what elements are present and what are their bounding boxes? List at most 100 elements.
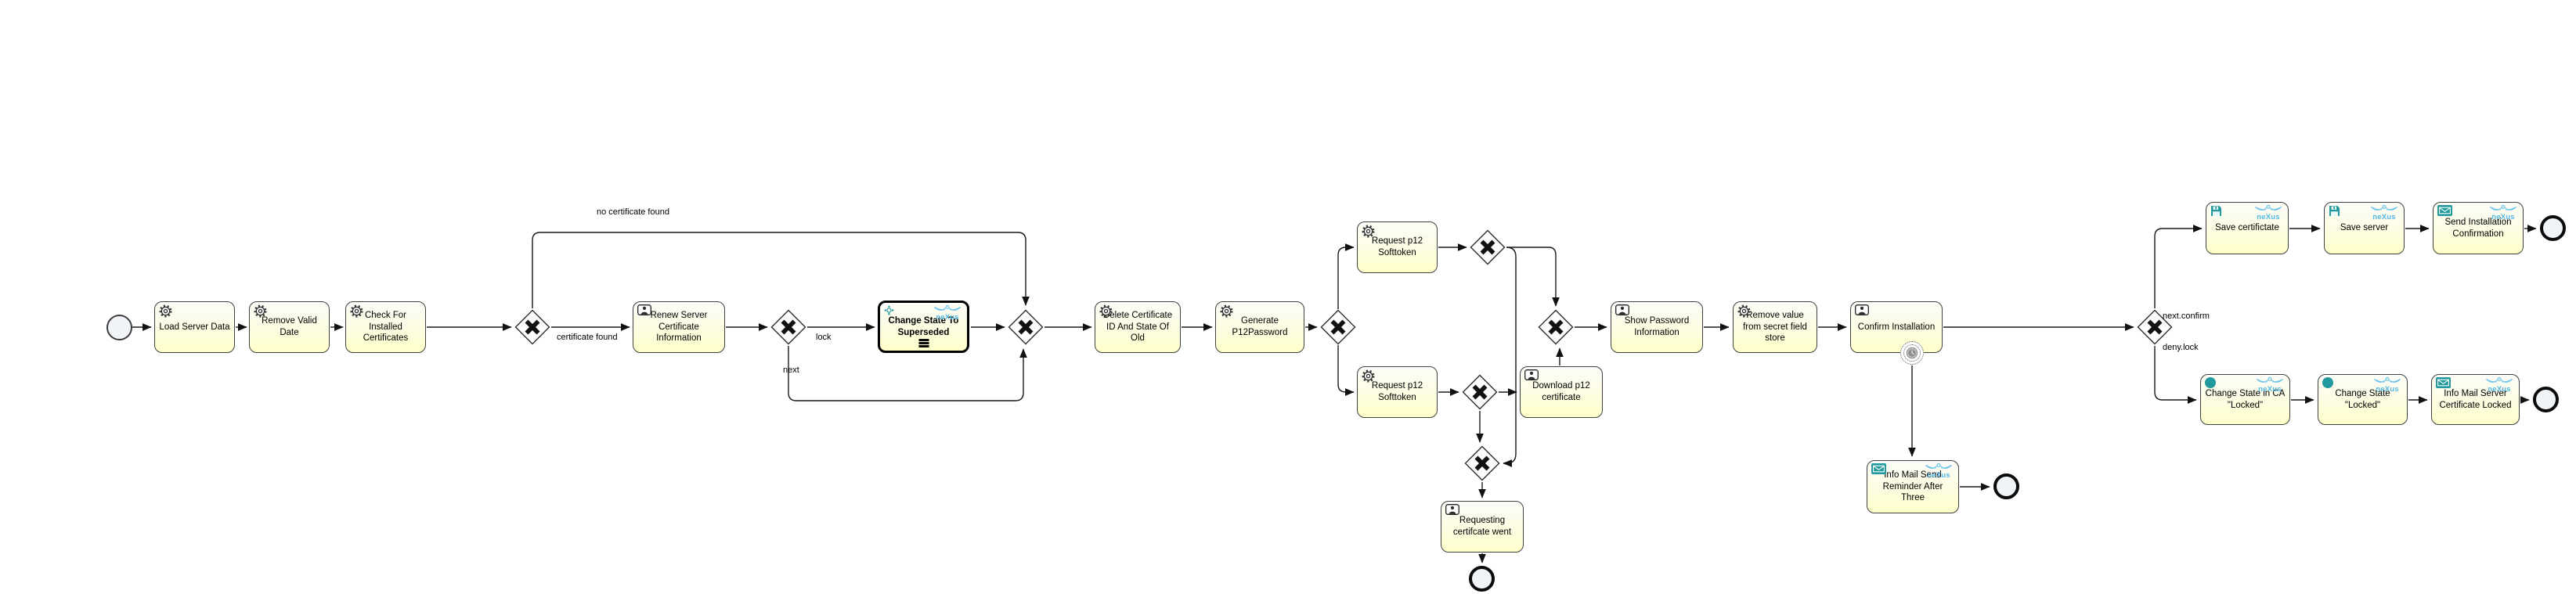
state-change-icon	[884, 305, 894, 315]
state-dot-icon	[2322, 377, 2333, 388]
edge-label-next: next	[783, 365, 799, 375]
user-icon	[1855, 304, 1869, 315]
task-label: Remove value from secret field store	[1743, 310, 1807, 344]
task-label: Save certifictate	[2215, 223, 2279, 233]
state-dot-icon	[2205, 377, 2216, 388]
task-label: Request p12 Softtoken	[1371, 381, 1423, 402]
task-send-installation-confirmation[interactable]: neXus Send Installation Confirmation	[2433, 202, 2524, 254]
timer-boundary-event[interactable]	[1900, 341, 1924, 365]
user-icon	[1524, 369, 1539, 380]
task-label: Check For Installed Certificates	[363, 310, 409, 344]
envelope-icon	[1871, 463, 1886, 474]
task-label: Change State in CA "Locked"	[2205, 388, 2286, 410]
gear-icon	[1362, 369, 1375, 383]
task-label: Renew Server Certificate Information	[650, 310, 708, 344]
task-show-password-information[interactable]: Show Password Information	[1611, 301, 1703, 353]
flow-gw4-to-request-bottom	[1337, 345, 1355, 396]
end-event-locked[interactable]	[2533, 387, 2559, 412]
edge-label-no-certificate-found: no certificate found	[597, 207, 669, 217]
end-event-reminder[interactable]	[1993, 473, 2019, 499]
task-label: Change State To Superseded	[888, 315, 959, 337]
task-label: Remove Valid Date	[262, 316, 317, 337]
task-label: Requesting certifcate went	[1452, 516, 1512, 537]
flow-gw5-to-gw7	[1506, 247, 1560, 307]
gear-icon	[350, 304, 363, 318]
envelope-icon	[2436, 377, 2451, 388]
gateway-bottom-softtoken[interactable]	[1462, 374, 1498, 410]
gateway-before-show-password[interactable]	[1538, 309, 1574, 345]
floppy-save-icon	[2329, 205, 2340, 217]
edge-label-next-confirm: next.confirm	[2163, 311, 2210, 321]
task-remove-value-from-secret-field-store[interactable]: Remove value from secret field store	[1733, 301, 1817, 353]
task-check-for-installed-certificates[interactable]: Check For Installed Certificates	[345, 301, 426, 353]
task-info-mail-server-certificate-locked[interactable]: neXus Info Mail Server Certificate Locke…	[2431, 374, 2520, 425]
gateway-merge-after-superseded[interactable]	[1008, 309, 1044, 345]
nexus-logo: neXus	[2252, 204, 2285, 222]
user-icon	[1615, 304, 1629, 315]
task-label: Save server	[2340, 223, 2389, 233]
task-change-state-in-ca-locked[interactable]: neXus Change State in CA "Locked"	[2200, 374, 2290, 425]
gateway-requesting-merge[interactable]	[1464, 445, 1500, 481]
flow-gw5-to-gw8	[1503, 247, 1517, 467]
edge-label-deny-lock: deny.lock	[2163, 343, 2199, 352]
floppy-save-icon	[2210, 205, 2222, 217]
task-change-state-locked[interactable]: neXus Change State "Locked"	[2318, 374, 2408, 425]
task-generate-p12password[interactable]: Generate P12Password	[1215, 301, 1304, 353]
end-event-requesting[interactable]	[1469, 566, 1495, 592]
end-event-installation[interactable]	[2540, 215, 2566, 241]
task-download-p12-certificate[interactable]: Download p12 certificate	[1520, 366, 1603, 418]
start-event[interactable]	[106, 315, 132, 340]
task-label: Download p12 certificate	[1532, 381, 1590, 402]
gateway-lock-next-split[interactable]	[770, 309, 806, 345]
flow-no-certificate-found	[532, 232, 1030, 308]
nexus-logo: neXus	[2368, 204, 2401, 222]
nexus-logo: neXus	[2487, 204, 2520, 222]
gear-icon	[1220, 304, 1233, 318]
task-save-server[interactable]: neXus Save server	[2324, 202, 2405, 254]
nexus-logo: neXus	[2371, 376, 2404, 394]
task-label: Send Installation Confirmation	[2444, 217, 2512, 239]
task-label: Load Server Data	[159, 322, 230, 332]
task-requesting-certifcate-went[interactable]: Requesting certifcate went	[1441, 501, 1524, 553]
nexus-logo: neXus	[1922, 463, 1955, 481]
task-label: Confirm Installation	[1857, 322, 1936, 332]
gear-icon	[1737, 304, 1751, 318]
gear-icon	[1099, 304, 1113, 318]
envelope-icon	[2437, 205, 2452, 216]
flow-deny-lock	[2154, 346, 2197, 404]
task-label: Info Mail Server Certificate Locked	[2439, 388, 2512, 410]
task-label: Delete Certificate ID And State Of Old	[1102, 310, 1173, 344]
nexus-logo: neXus	[2253, 376, 2286, 394]
task-info-mail-send-reminder-after-three[interactable]: neXus Info Mail Send Reminder After Thre…	[1867, 460, 1959, 513]
gateway-p12-split[interactable]	[1320, 309, 1356, 345]
task-renew-server-certificate-information[interactable]: Renew Server Certificate Information	[633, 301, 725, 353]
clock-icon	[1906, 347, 1918, 359]
task-remove-valid-date[interactable]: Remove Valid Date	[249, 301, 330, 353]
gear-icon	[1362, 225, 1375, 238]
task-request-p12-softtoken-bottom[interactable]: Request p12 Softtoken	[1357, 366, 1438, 418]
gear-icon	[254, 304, 267, 318]
gateway-confirm-decision[interactable]	[2137, 309, 2173, 345]
task-request-p12-softtoken-top[interactable]: Request p12 Softtoken	[1357, 221, 1438, 273]
user-icon	[1445, 504, 1459, 515]
edge-label-lock: lock	[816, 333, 832, 342]
nexus-logo: neXus	[2483, 376, 2516, 394]
task-label: Info Mail Send Reminder After Three	[1882, 470, 1943, 503]
flow-gw4-to-request-top	[1337, 243, 1355, 309]
task-delete-certificate-id[interactable]: Delete Certificate ID And State Of Old	[1095, 301, 1181, 353]
task-load-server-data[interactable]: Load Server Data	[154, 301, 235, 353]
task-label: Request p12 Softtoken	[1371, 236, 1423, 257]
nexus-logo: neXus	[931, 304, 964, 322]
flow-next-loop	[788, 346, 1027, 401]
task-label: Generate P12Password	[1232, 316, 1288, 337]
flow-next-confirm	[2154, 225, 2203, 308]
multi-instance-marker	[918, 338, 929, 348]
task-change-state-to-superseded[interactable]: neXus Change State To Superseded	[878, 301, 969, 353]
task-label: Show Password Information	[1624, 316, 1690, 337]
task-confirm-installation[interactable]: Confirm Installation	[1850, 301, 1943, 353]
gateway-certificate-found-split[interactable]	[514, 309, 550, 345]
task-save-certifictate[interactable]: neXus Save certifictate	[2206, 202, 2289, 254]
gateway-top-softtoken[interactable]	[1470, 229, 1506, 265]
